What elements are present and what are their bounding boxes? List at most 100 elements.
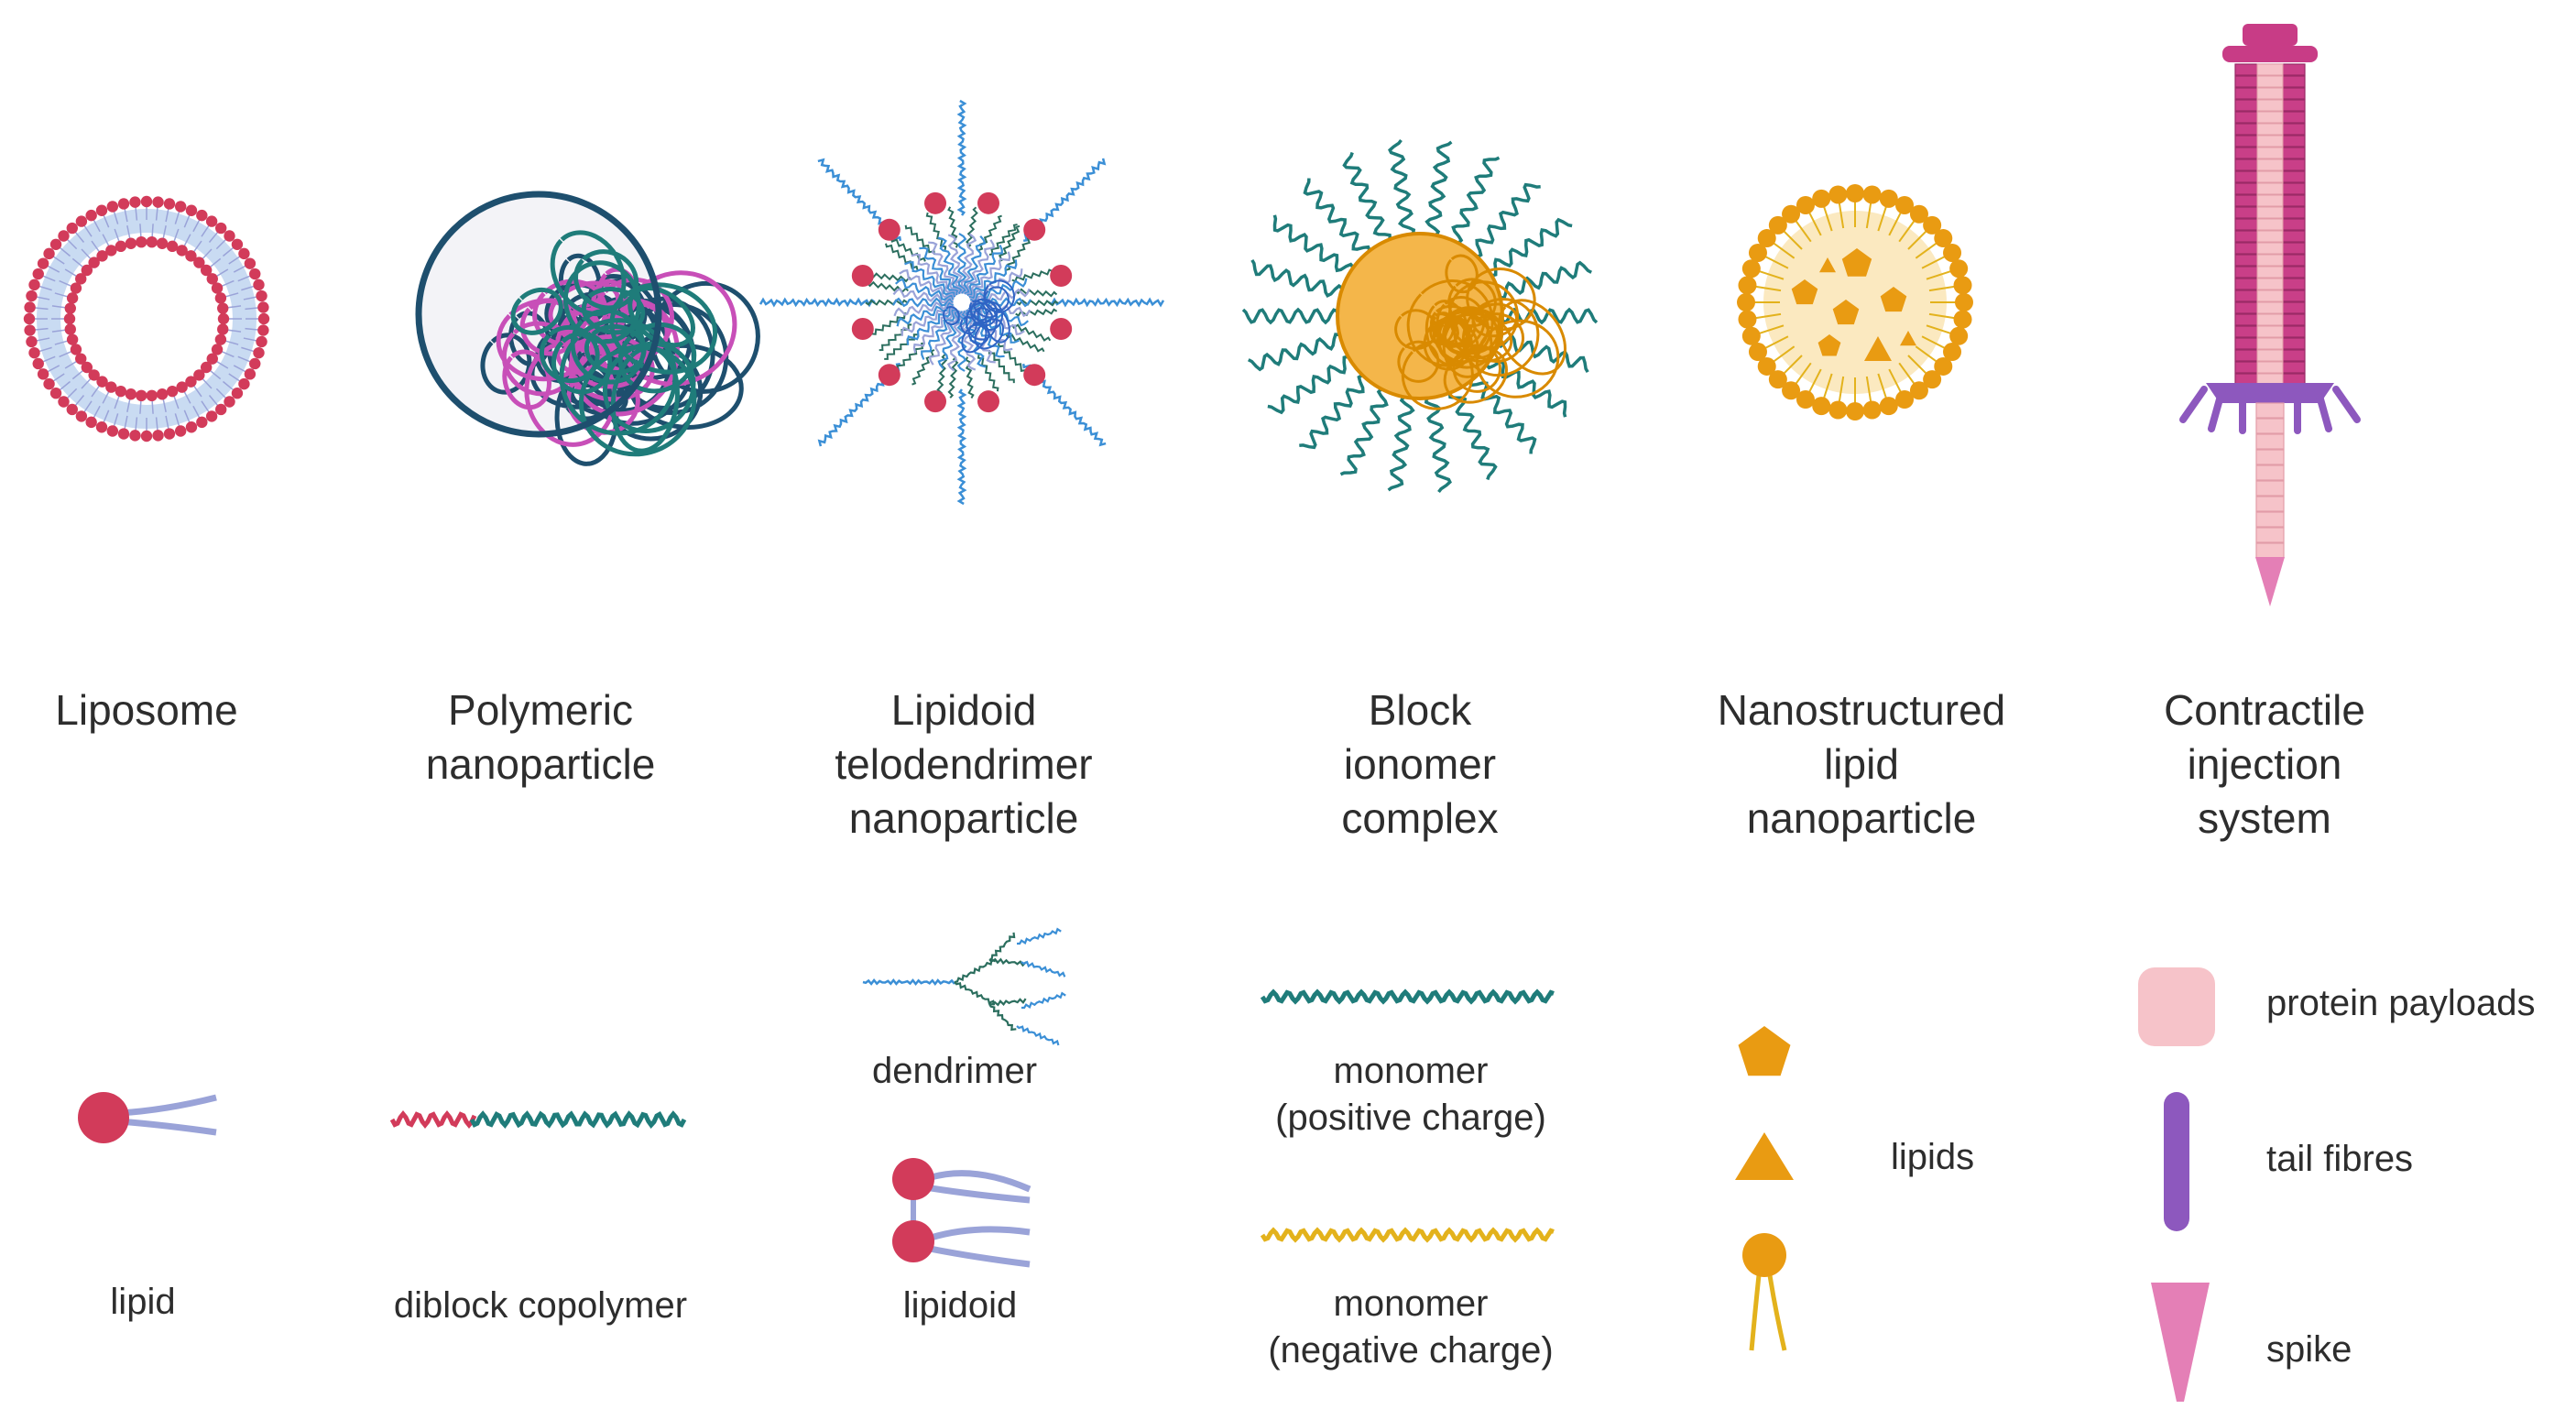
- legend-dendrimer-icon: [862, 927, 1066, 1046]
- lipid-head-inner: [166, 240, 179, 253]
- tube-segment: [2256, 266, 2284, 279]
- lipid-head-outer: [256, 335, 267, 348]
- dendrimer-branch: [988, 998, 1027, 1007]
- tube-segment: [2256, 278, 2284, 290]
- tube-segment: [2256, 218, 2284, 231]
- lipid-head-outer: [43, 377, 55, 390]
- lipid-head-outer: [66, 403, 78, 416]
- lipid-head-inner: [166, 385, 179, 398]
- lipidoid-tails-top: [923, 1170, 1031, 1204]
- lipid-head-inner: [105, 381, 117, 393]
- dendrimer-branch: [1006, 235, 1031, 271]
- lipid-head-outer: [215, 222, 227, 235]
- lipid-head-inner: [217, 302, 229, 314]
- pentagon-lipid-icon: [1738, 1026, 1791, 1076]
- lipidoid-head: [878, 364, 901, 387]
- lipid-head-outer: [24, 301, 36, 313]
- legend-label-monomer-negative: monomer (negative charge): [1268, 1283, 1554, 1371]
- monomer-positive: [1260, 988, 1555, 1005]
- lipid-tail: [1865, 376, 1872, 404]
- tube-segment: [2256, 99, 2284, 112]
- tube-segment: [2256, 301, 2284, 314]
- lipidoid-tail: [912, 307, 956, 354]
- legend-lipids-icons: [1735, 1026, 1794, 1351]
- lipidoid-head: [977, 191, 999, 214]
- lipid-head: [1757, 229, 1776, 248]
- lipidoid-tail: [894, 278, 955, 301]
- tube-segment: [2255, 542, 2285, 559]
- lipid-head-inner: [200, 264, 213, 277]
- ionomer-chain: [1495, 333, 1589, 373]
- lipid-head-outer: [185, 204, 198, 216]
- dendrimer-branch: [867, 280, 910, 294]
- tube-segment: [2255, 464, 2285, 481]
- lipidoid-head: [892, 1158, 934, 1200]
- dendrimer-branch: [904, 224, 935, 256]
- dendrimer-branch: [988, 1003, 1017, 1032]
- lipid-head-inner: [88, 369, 100, 381]
- lipid-tails: [118, 1094, 217, 1136]
- pentagon-lipid: [1791, 279, 1818, 305]
- lipid-head-outer: [49, 388, 62, 399]
- lipidoid-tail: [893, 299, 954, 317]
- dendrimer-stem: [862, 978, 955, 987]
- lipid-head: [1796, 390, 1815, 410]
- lipid-tail: [1753, 285, 1782, 292]
- lipid-head-inner: [176, 381, 188, 393]
- lipidoid-tail: [892, 287, 955, 304]
- lipid-head-inner: [96, 376, 108, 388]
- lipid-head-inner: [63, 312, 76, 325]
- lipid-head-inner: [125, 237, 137, 249]
- legend-label-lipids: lipids: [1891, 1137, 1975, 1177]
- lipid-head-outer: [163, 428, 176, 440]
- dendrimer-branch: [998, 224, 1021, 263]
- lipid-head-outer: [215, 403, 227, 416]
- lipid-head-outer: [257, 312, 270, 325]
- lipid-head-outer: [249, 357, 261, 370]
- dendrimer-branch: [869, 272, 912, 283]
- lipid-head-outer: [49, 238, 62, 250]
- lipid-tail: [1794, 218, 1812, 243]
- ionomer-chain: [1250, 259, 1345, 299]
- lipid-head-outer: [205, 410, 218, 422]
- lipid-head: [1846, 402, 1864, 421]
- lipidoid-head: [1050, 265, 1073, 288]
- lipid-head-outer: [140, 430, 153, 442]
- lipid-head-outer: [205, 215, 218, 227]
- dendrimer-branch: [1017, 927, 1062, 945]
- lipid-head-outer: [58, 396, 70, 408]
- lipid-head: [1782, 381, 1801, 400]
- lipid-head-outer: [58, 230, 70, 242]
- spike-icon: [2151, 1283, 2210, 1402]
- lipid-head-outer: [244, 257, 257, 269]
- core-tangle: [1394, 254, 1566, 410]
- lipid-head-outer: [85, 209, 97, 222]
- tube-segment: [2255, 527, 2285, 543]
- legend-label-lipidoid: lipidoid: [902, 1285, 1018, 1326]
- lipid-head: [1943, 243, 1962, 262]
- core-tangle: [943, 279, 1015, 354]
- triangle-lipid-icon: [1735, 1132, 1794, 1180]
- lipid-tail: [1921, 255, 1948, 269]
- lipid-head: [1953, 310, 1972, 329]
- lipid-head-outer: [23, 312, 36, 325]
- dendrimer-arm: [1048, 297, 1165, 308]
- dendrimer-branch: [1021, 991, 1066, 1010]
- lipid-tail: [1865, 201, 1872, 229]
- lipid-head-inner: [214, 292, 227, 304]
- pin-lipid-tails: [1749, 1274, 1787, 1351]
- lipidoid-head: [892, 1220, 934, 1262]
- lipid-head: [1909, 204, 1928, 224]
- spike-tip: [2255, 557, 2285, 606]
- legend-label-dendrimer: dendrimer: [871, 1051, 1038, 1091]
- lipid-tail: [1807, 368, 1822, 395]
- lipid-tail: [1771, 241, 1796, 259]
- lipid-head-outer: [85, 416, 97, 429]
- dendrimer-arm: [759, 297, 876, 308]
- lipid-tail: [1822, 204, 1833, 232]
- ionomer-chain: [1485, 359, 1567, 418]
- lipid-head: [1846, 184, 1864, 202]
- lipid-head-inner: [206, 353, 218, 365]
- lipid-head-outer: [106, 201, 119, 213]
- dendrimer-branch: [936, 354, 948, 397]
